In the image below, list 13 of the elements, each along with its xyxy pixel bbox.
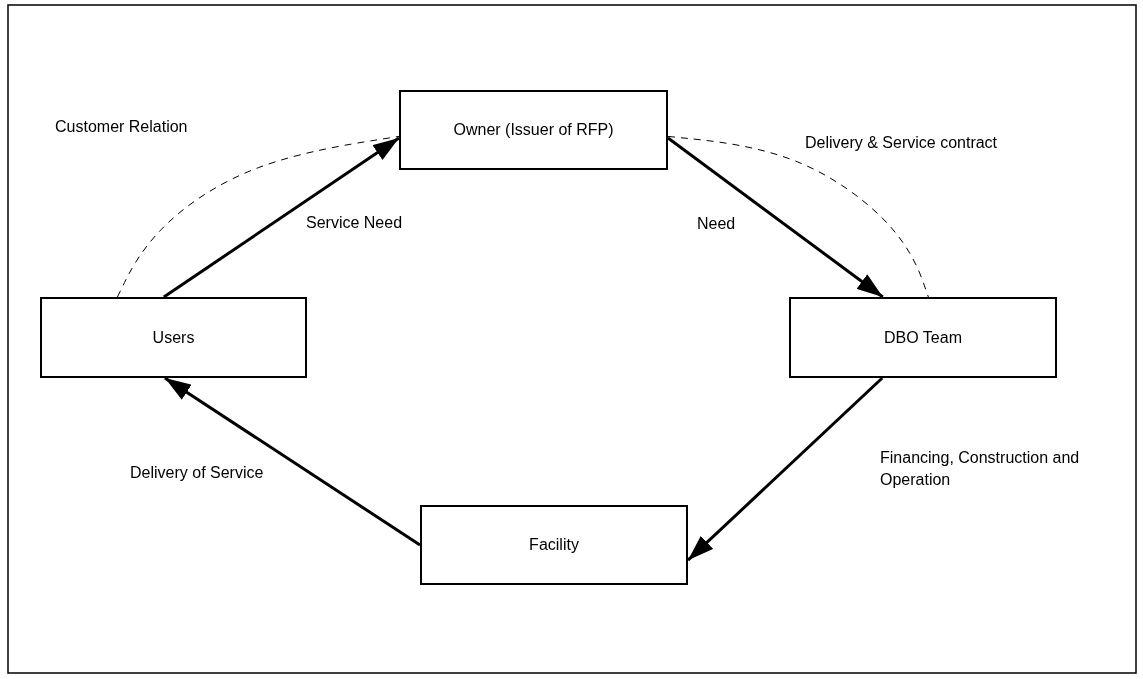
- arrow: [164, 376, 421, 547]
- dashed-connector: [667, 135, 929, 298]
- process-box: [399, 90, 668, 170]
- process-box: [420, 505, 688, 585]
- arrow: [163, 136, 400, 299]
- node-label: Facility: [529, 536, 579, 554]
- process-box: [789, 297, 1057, 378]
- node-label: Owner (Issuer of RFP): [453, 121, 614, 139]
- process-box: [40, 297, 307, 378]
- arrow: [667, 136, 884, 299]
- node-label: DBO Team: [884, 328, 962, 347]
- dashed-connector: [116, 135, 400, 298]
- node-label: Users: [152, 328, 195, 347]
